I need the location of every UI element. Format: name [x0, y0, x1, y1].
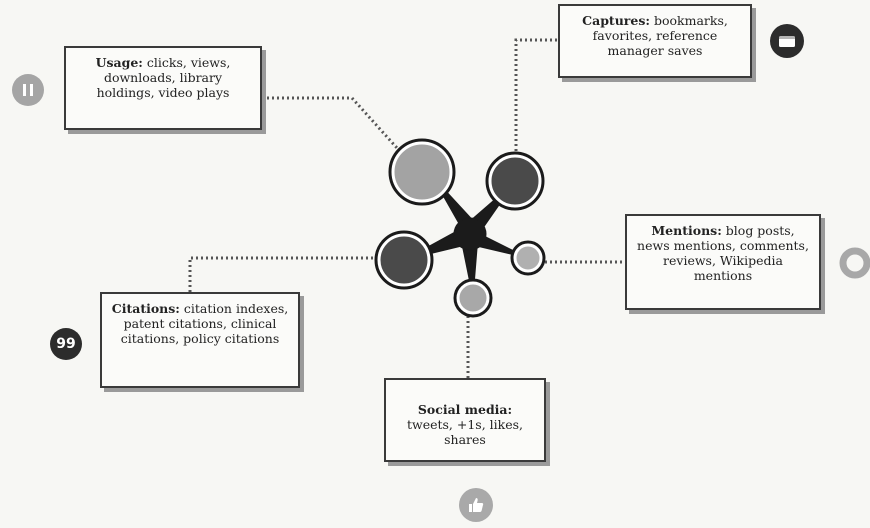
usage-connector [262, 96, 417, 170]
usage-title: Usage: [95, 55, 143, 70]
captures-box: Captures: bookmarks, favorites, referenc… [558, 4, 752, 78]
social-box: Social media: tweets, +1s, likes, shares [384, 378, 546, 462]
ring-icon [838, 246, 870, 280]
usage-body: clicks, views, downloads, library holdin… [96, 55, 231, 100]
node-mentions [513, 243, 543, 273]
mentions-title: Mentions: [651, 223, 722, 238]
quote-icon: 99 [50, 328, 82, 360]
social-body: tweets, +1s, likes, shares [406, 417, 524, 447]
mentions-body: blog posts, news mentions, comments, rev… [637, 223, 809, 283]
node-captures [488, 154, 542, 208]
citations-connector [188, 256, 378, 292]
captures-body: bookmarks, favorites, reference manager … [592, 13, 728, 58]
pause-icon [12, 74, 44, 106]
node-citations [377, 233, 431, 287]
citations-title: Citations: [111, 301, 180, 316]
thumbs-up-icon [459, 488, 493, 522]
usage-box: Usage: clicks, views, downloads, library… [64, 46, 262, 130]
social-title: Social media: [417, 402, 513, 417]
citations-body: citation indexes, patent citations, clin… [120, 301, 289, 346]
quote-icon-glyph: 99 [56, 336, 76, 352]
node-usage [391, 141, 453, 203]
node-social [456, 281, 490, 315]
hub-center [453, 217, 487, 251]
mentions-box: Mentions: blog posts, news mentions, com… [625, 214, 821, 310]
captures-title: Captures: [582, 13, 650, 28]
citations-box: Citations: citation indexes, patent cita… [100, 292, 300, 388]
folder-icon [770, 24, 804, 58]
